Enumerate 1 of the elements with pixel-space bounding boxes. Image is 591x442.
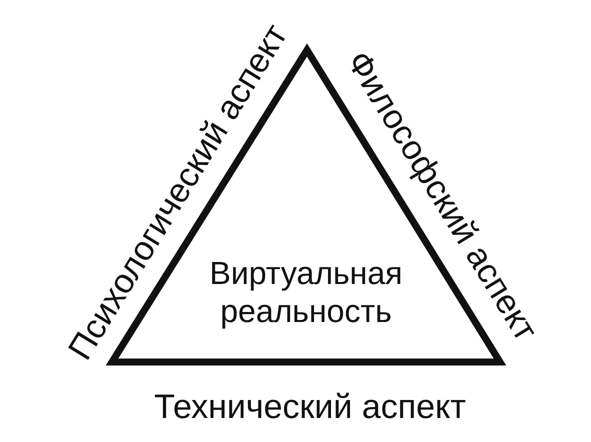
- base-label: Технический аспект: [154, 387, 466, 427]
